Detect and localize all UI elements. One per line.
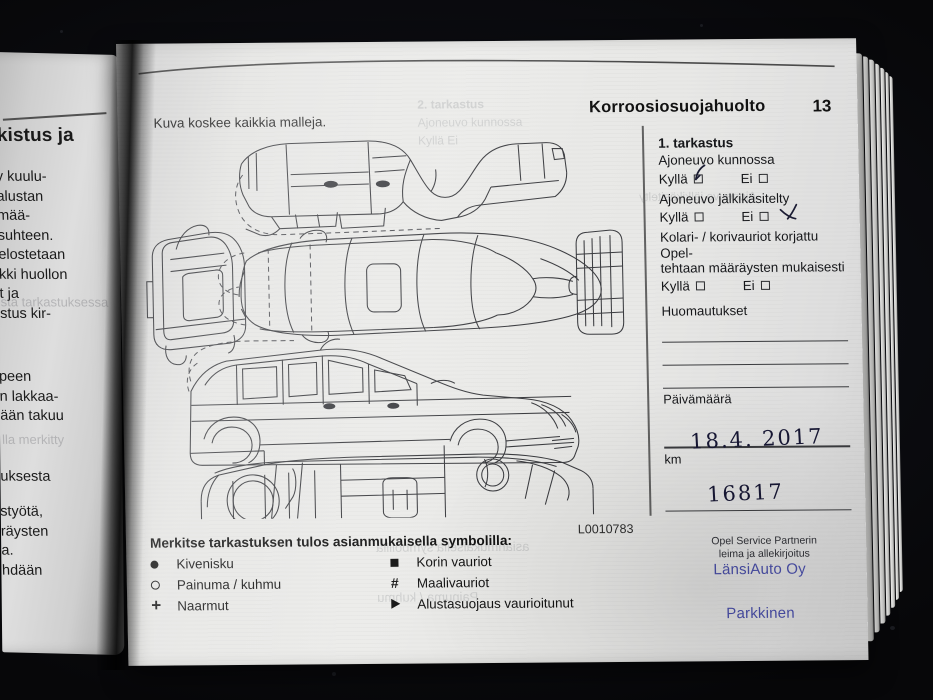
question-1-no-label: Ei: [740, 170, 753, 186]
left-page-text-block-3: uksesta: [0, 468, 51, 485]
question-2-no-option[interactable]: Ei: [741, 208, 769, 225]
page-title: Korroosiosuojahuolto: [588, 96, 766, 117]
question-3-options: Kyllä Ei: [661, 277, 847, 293]
filled-square-icon: [390, 553, 416, 573]
open-circle-icon: [150, 575, 177, 595]
question-2-yes-option[interactable]: Kyllä: [659, 209, 704, 225]
notes-line-3[interactable]: [663, 386, 850, 390]
legend-item-label: Korin vauriot: [416, 554, 492, 570]
legend-title: Merkitse tarkastuksen tulos asianmukaise…: [149, 532, 513, 551]
question-2-yes-checkbox[interactable]: [694, 212, 704, 222]
question-2-no-label: Ei: [741, 208, 754, 225]
km-line[interactable]: [665, 508, 852, 512]
left-page-text-block-4: styötä, räysten a. hdään: [0, 503, 49, 579]
question-1-yes-checkbox[interactable]: [693, 173, 703, 183]
left-page-bleedthrough-2: lla merkitty: [1, 431, 65, 448]
question-3-yes-option[interactable]: Kyllä: [661, 278, 705, 293]
legend-item-label: Kivenisku: [176, 556, 234, 572]
bleedthrough-title: 2. tarkastus: [417, 97, 485, 112]
question-3-yes-label: Kyllä: [660, 277, 690, 294]
diagram-underbody-view: [235, 139, 568, 235]
question-1-no-option[interactable]: Ei: [740, 170, 768, 186]
question-3-no-option[interactable]: Ei: [742, 277, 770, 293]
left-page-bleedthrough-1: sta tarkastuksessa: [0, 294, 109, 310]
legend-item: Korin vauriot: [390, 551, 630, 573]
question-1-text: Ajoneuvo kunnossa: [658, 151, 775, 168]
plus-icon: +: [151, 595, 162, 615]
legend-item: Kivenisku: [150, 553, 390, 575]
notes-label: Huomautukset: [661, 302, 748, 319]
diagram-side-view: [186, 337, 579, 465]
legend-left-column: Kivenisku Painuma / kuhmu + Naarmut: [150, 553, 391, 617]
question-2-no-checkbox[interactable]: [759, 211, 769, 221]
header-rule: [138, 59, 835, 75]
stamp-instruction: Opel Service Partnerin leima ja allekirj…: [711, 534, 818, 561]
question-3-no-label: Ei: [742, 277, 755, 293]
diagram-chassis-plan: [200, 453, 593, 520]
question-2-text: Ajoneuvo jälkikäsitelty: [659, 190, 790, 207]
left-page-text-block-2: peen n lakkaa- ään takuu: [0, 368, 65, 425]
legend-right-column: Korin vauriot # Maalivauriot Alustasuoja…: [390, 551, 631, 615]
diagram-top-view: [217, 228, 602, 343]
notes-line-1[interactable]: [662, 339, 849, 343]
km-handwritten-value: 16817: [706, 479, 785, 507]
question-1-no-checkbox[interactable]: [758, 173, 768, 183]
inspection-form: 1. tarkastus Ajoneuvo kunnossa Kyllä Ei: [657, 134, 852, 622]
date-label: Päivämäärä: [663, 391, 732, 408]
legend-item-label: Naarmut: [177, 597, 229, 613]
legend-item: Painuma / kuhmu: [150, 573, 391, 595]
dealer-stamp-name: LänsiAuto Oy: [713, 560, 807, 579]
filled-dot-icon: [150, 555, 176, 575]
question-3-no-checkbox[interactable]: [760, 280, 770, 290]
diagram-rear-view: [568, 230, 624, 334]
form-title: 1. tarkastus: [657, 135, 734, 151]
question-2-yes-label: Kyllä: [659, 209, 689, 225]
hash-icon: #: [390, 574, 399, 591]
symbol-legend: Merkitse tarkastuksen tulos asianmukaise…: [150, 532, 652, 617]
right-page: 2. tarkastus Ajoneuvo kunnossa Kyllä Ei …: [116, 38, 869, 666]
legend-item: Alustasuojaus vaurioitunut: [391, 592, 631, 615]
question-3-text: Kolari- / korivauriot korjattu Opel- teh…: [659, 228, 845, 276]
page-number: 13: [812, 96, 832, 116]
legend-item-label: Alustasuojaus vaurioitunut: [417, 595, 574, 612]
question-1-options: Kyllä Ei: [659, 164, 845, 186]
question-1-yes-option[interactable]: Kyllä: [659, 171, 703, 186]
left-page: kistus ja y kuulu- alustan mää- suhteen.…: [0, 52, 125, 656]
question-3-yes-checkbox[interactable]: [695, 280, 705, 290]
dealer-stamp-location: Parkkinen: [726, 604, 795, 623]
legend-item: # Maalivauriot: [391, 571, 631, 594]
legend-item: + Naarmut: [151, 593, 391, 616]
left-page-heading: kistus ja: [0, 124, 75, 147]
vehicle-diagram-svg: [138, 126, 646, 520]
triangle-icon: [391, 594, 417, 614]
legend-item-label: Painuma / kuhmu: [176, 576, 282, 592]
legend-item-label: Maalivauriot: [416, 575, 490, 591]
notes-line-2[interactable]: [662, 363, 849, 366]
diagram-front-view: [146, 225, 247, 365]
vehicle-diagram: [138, 126, 646, 520]
left-page-rule: [2, 112, 107, 121]
question-2-options: Kyllä Ei: [659, 203, 845, 225]
question-1-yes-label: Kyllä: [658, 171, 688, 187]
